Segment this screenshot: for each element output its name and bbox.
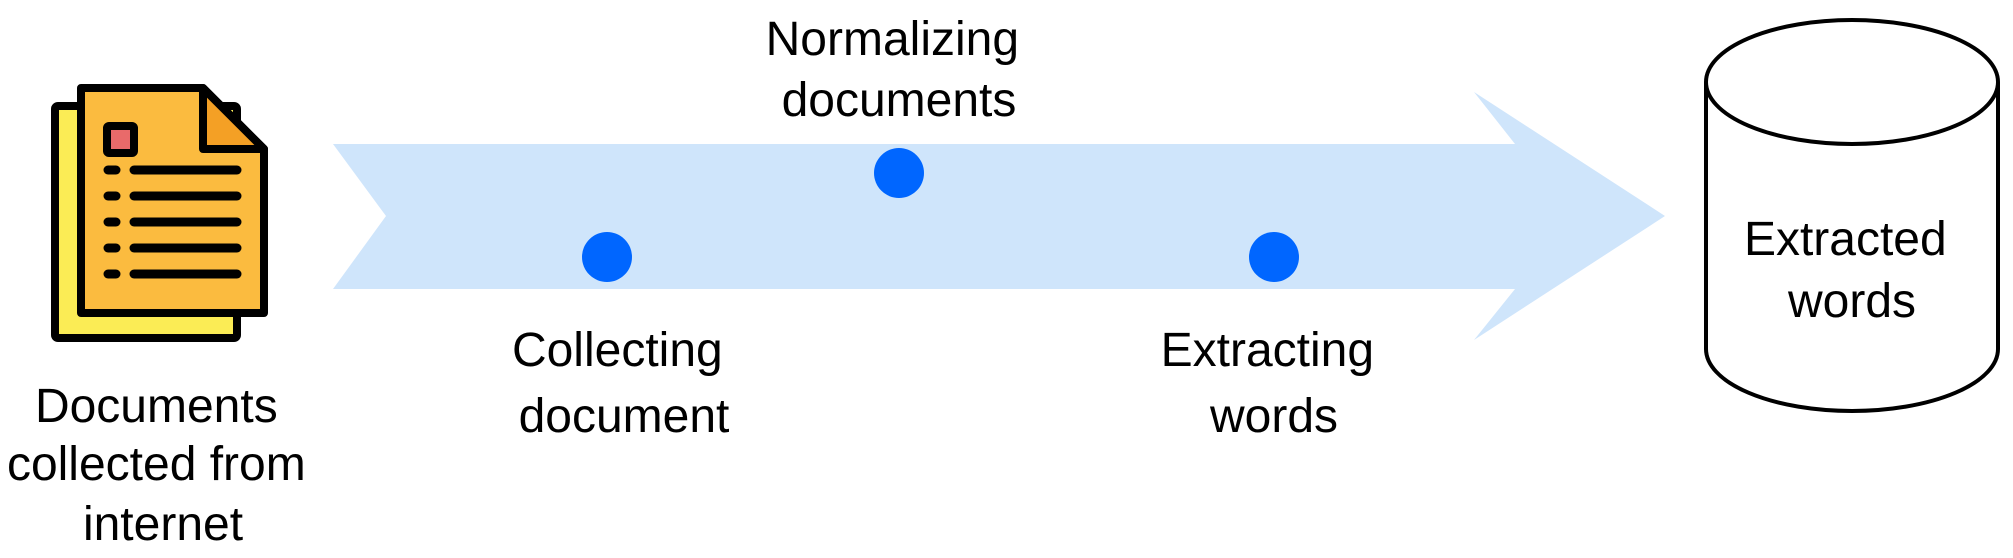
- step-label-extracting: Extracting words: [1161, 324, 1388, 443]
- documents-icon: [51, 84, 268, 342]
- source-label: Documents collected from internet: [7, 380, 319, 551]
- step-dot-collecting: [582, 232, 632, 282]
- target-label: Extracted words: [1744, 213, 1960, 328]
- step-label-collecting: Collecting document: [512, 324, 736, 443]
- process-arrow: [333, 92, 1665, 340]
- step-dot-extracting: [1249, 232, 1299, 282]
- database-cylinder-icon: [1704, 18, 2000, 413]
- step-label-normalizing: Normalizing documents: [766, 13, 1033, 127]
- step-dot-normalizing: [874, 148, 924, 198]
